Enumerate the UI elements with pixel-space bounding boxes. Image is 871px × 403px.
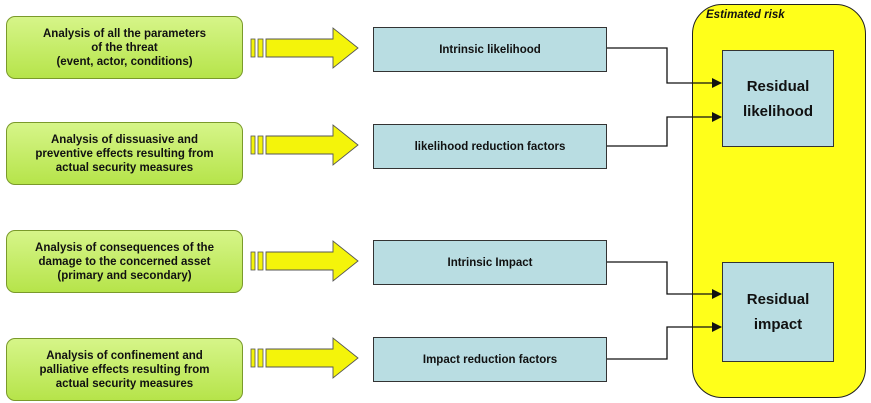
block-arrow-icon (250, 240, 359, 282)
likelihood-reduction-factors-box: likelihood reduction factors (373, 124, 607, 169)
analysis-consequences-box: Analysis of consequences of the damage t… (6, 230, 243, 293)
residual-likelihood-box: Residual likelihood (722, 50, 834, 147)
residual-impact-line-2: impact (753, 316, 803, 333)
analysis-line: Analysis of confinement and (46, 349, 203, 362)
analysis-line: damage to the concerned asset (38, 255, 211, 268)
analysis-line: (event, actor, conditions) (56, 55, 193, 68)
intrinsic-impact-box: Intrinsic Impact (373, 240, 607, 285)
analysis-line: Analysis of dissuasive and (50, 133, 198, 146)
analysis-line: of the threat (91, 41, 158, 54)
block-arrow-icon (250, 27, 359, 69)
intrinsic-likelihood-box: Intrinsic likelihood (373, 27, 607, 72)
connector-arrow (607, 261, 722, 299)
analysis-threat-parameters-box: Analysis of all the parameters of the th… (6, 16, 243, 79)
residual-likelihood-line-1: Residual (746, 77, 810, 95)
block-arrow-icon (250, 124, 359, 166)
connector-arrow (607, 112, 722, 147)
analysis-line: Analysis of consequences of the (35, 241, 214, 254)
analysis-line: actual security measures (55, 377, 194, 390)
analysis-line: (primary and secondary) (57, 269, 192, 282)
analysis-confinement-effects-box: Analysis of confinement and palliative e… (6, 338, 243, 401)
residual-impact-box: Residual impact (722, 262, 834, 362)
connector-arrow (607, 322, 722, 360)
connector-arrow (607, 47, 722, 88)
estimated-risk-title: Estimated risk (706, 9, 785, 21)
residual-likelihood-line-2: likelihood (742, 102, 813, 120)
residual-impact-line-1: Residual (746, 291, 810, 308)
analysis-line: actual security measures (55, 161, 194, 174)
analysis-dissuasive-effects-box: Analysis of dissuasive and preventive ef… (6, 122, 243, 185)
block-arrow-icon (250, 337, 359, 379)
analysis-line: preventive effects resulting from (35, 147, 214, 160)
analysis-line: palliative effects resulting from (39, 363, 210, 376)
analysis-line: Analysis of all the parameters (43, 27, 206, 40)
impact-reduction-factors-box: Impact reduction factors (373, 337, 607, 382)
